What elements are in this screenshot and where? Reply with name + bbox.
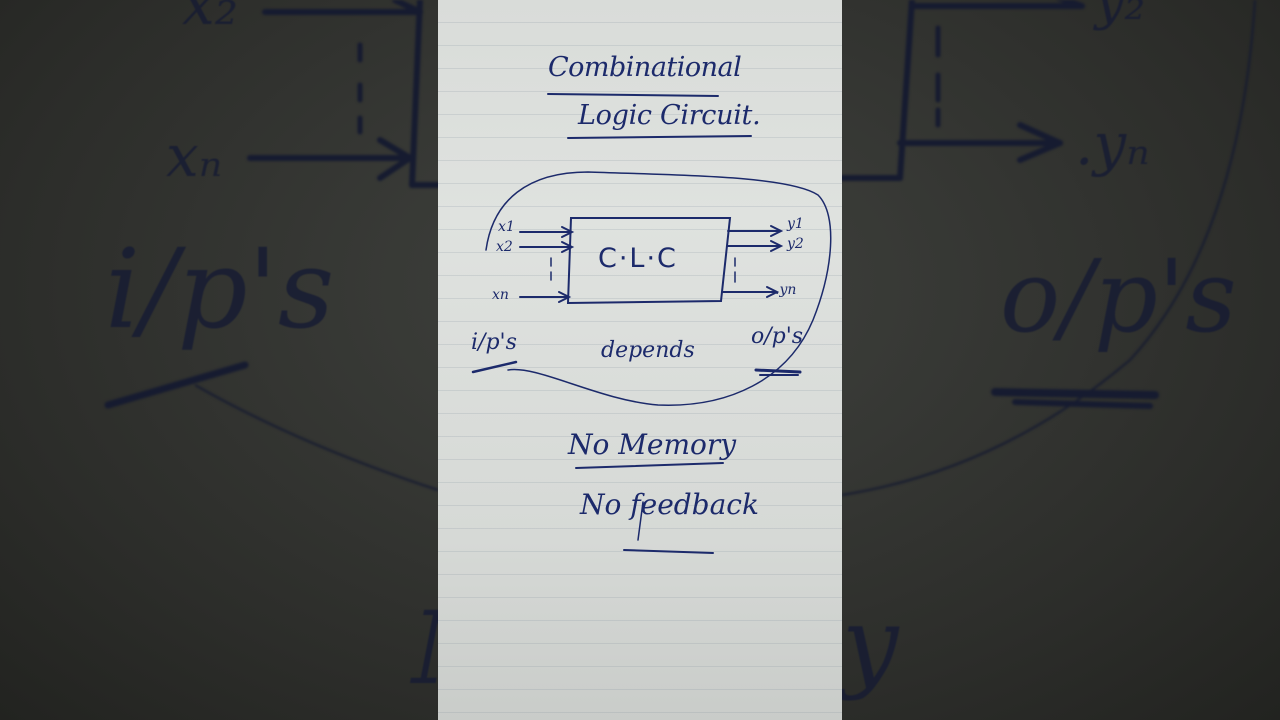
relation-text: depends (601, 338, 695, 363)
output-label-y2: y2 (787, 236, 804, 252)
background-xn: xₙ (166, 122, 223, 190)
background-yn: .yₙ (1075, 110, 1150, 178)
property-no-feedback: No feedback (580, 488, 759, 521)
clc-block (566, 217, 732, 305)
circuit-diagram (471, 93, 832, 554)
outputs-caption: o/p's (751, 324, 804, 349)
background-y: y (842, 585, 899, 702)
output-label-y1: y1 (787, 216, 804, 232)
input-label-xn: xn (492, 287, 509, 303)
input-label-x1: x1 (498, 219, 515, 235)
title-line2: Logic Circuit. (578, 100, 761, 131)
inputs-caption: i/p's (471, 330, 517, 355)
background-x2: x₂ (182, 0, 238, 38)
block-label: C·L·C (598, 243, 678, 274)
title2-underline (567, 135, 752, 139)
notebook-page: Combinational Logic Circuit. C·L·C x1 x2… (438, 0, 842, 720)
input-label-x2: x2 (496, 239, 513, 255)
background-ops: o/p's (1000, 238, 1237, 355)
title-line1: Combinational (548, 52, 742, 83)
output-label-yn: .yn (775, 282, 797, 298)
title1-underline (547, 93, 719, 97)
ruled-lines (438, 0, 842, 720)
background-ips: i/p's (105, 225, 335, 353)
background-y2: y₂ (1095, 0, 1146, 32)
enclosing-loop (485, 171, 832, 406)
property-no-memory: No Memory (568, 428, 737, 461)
